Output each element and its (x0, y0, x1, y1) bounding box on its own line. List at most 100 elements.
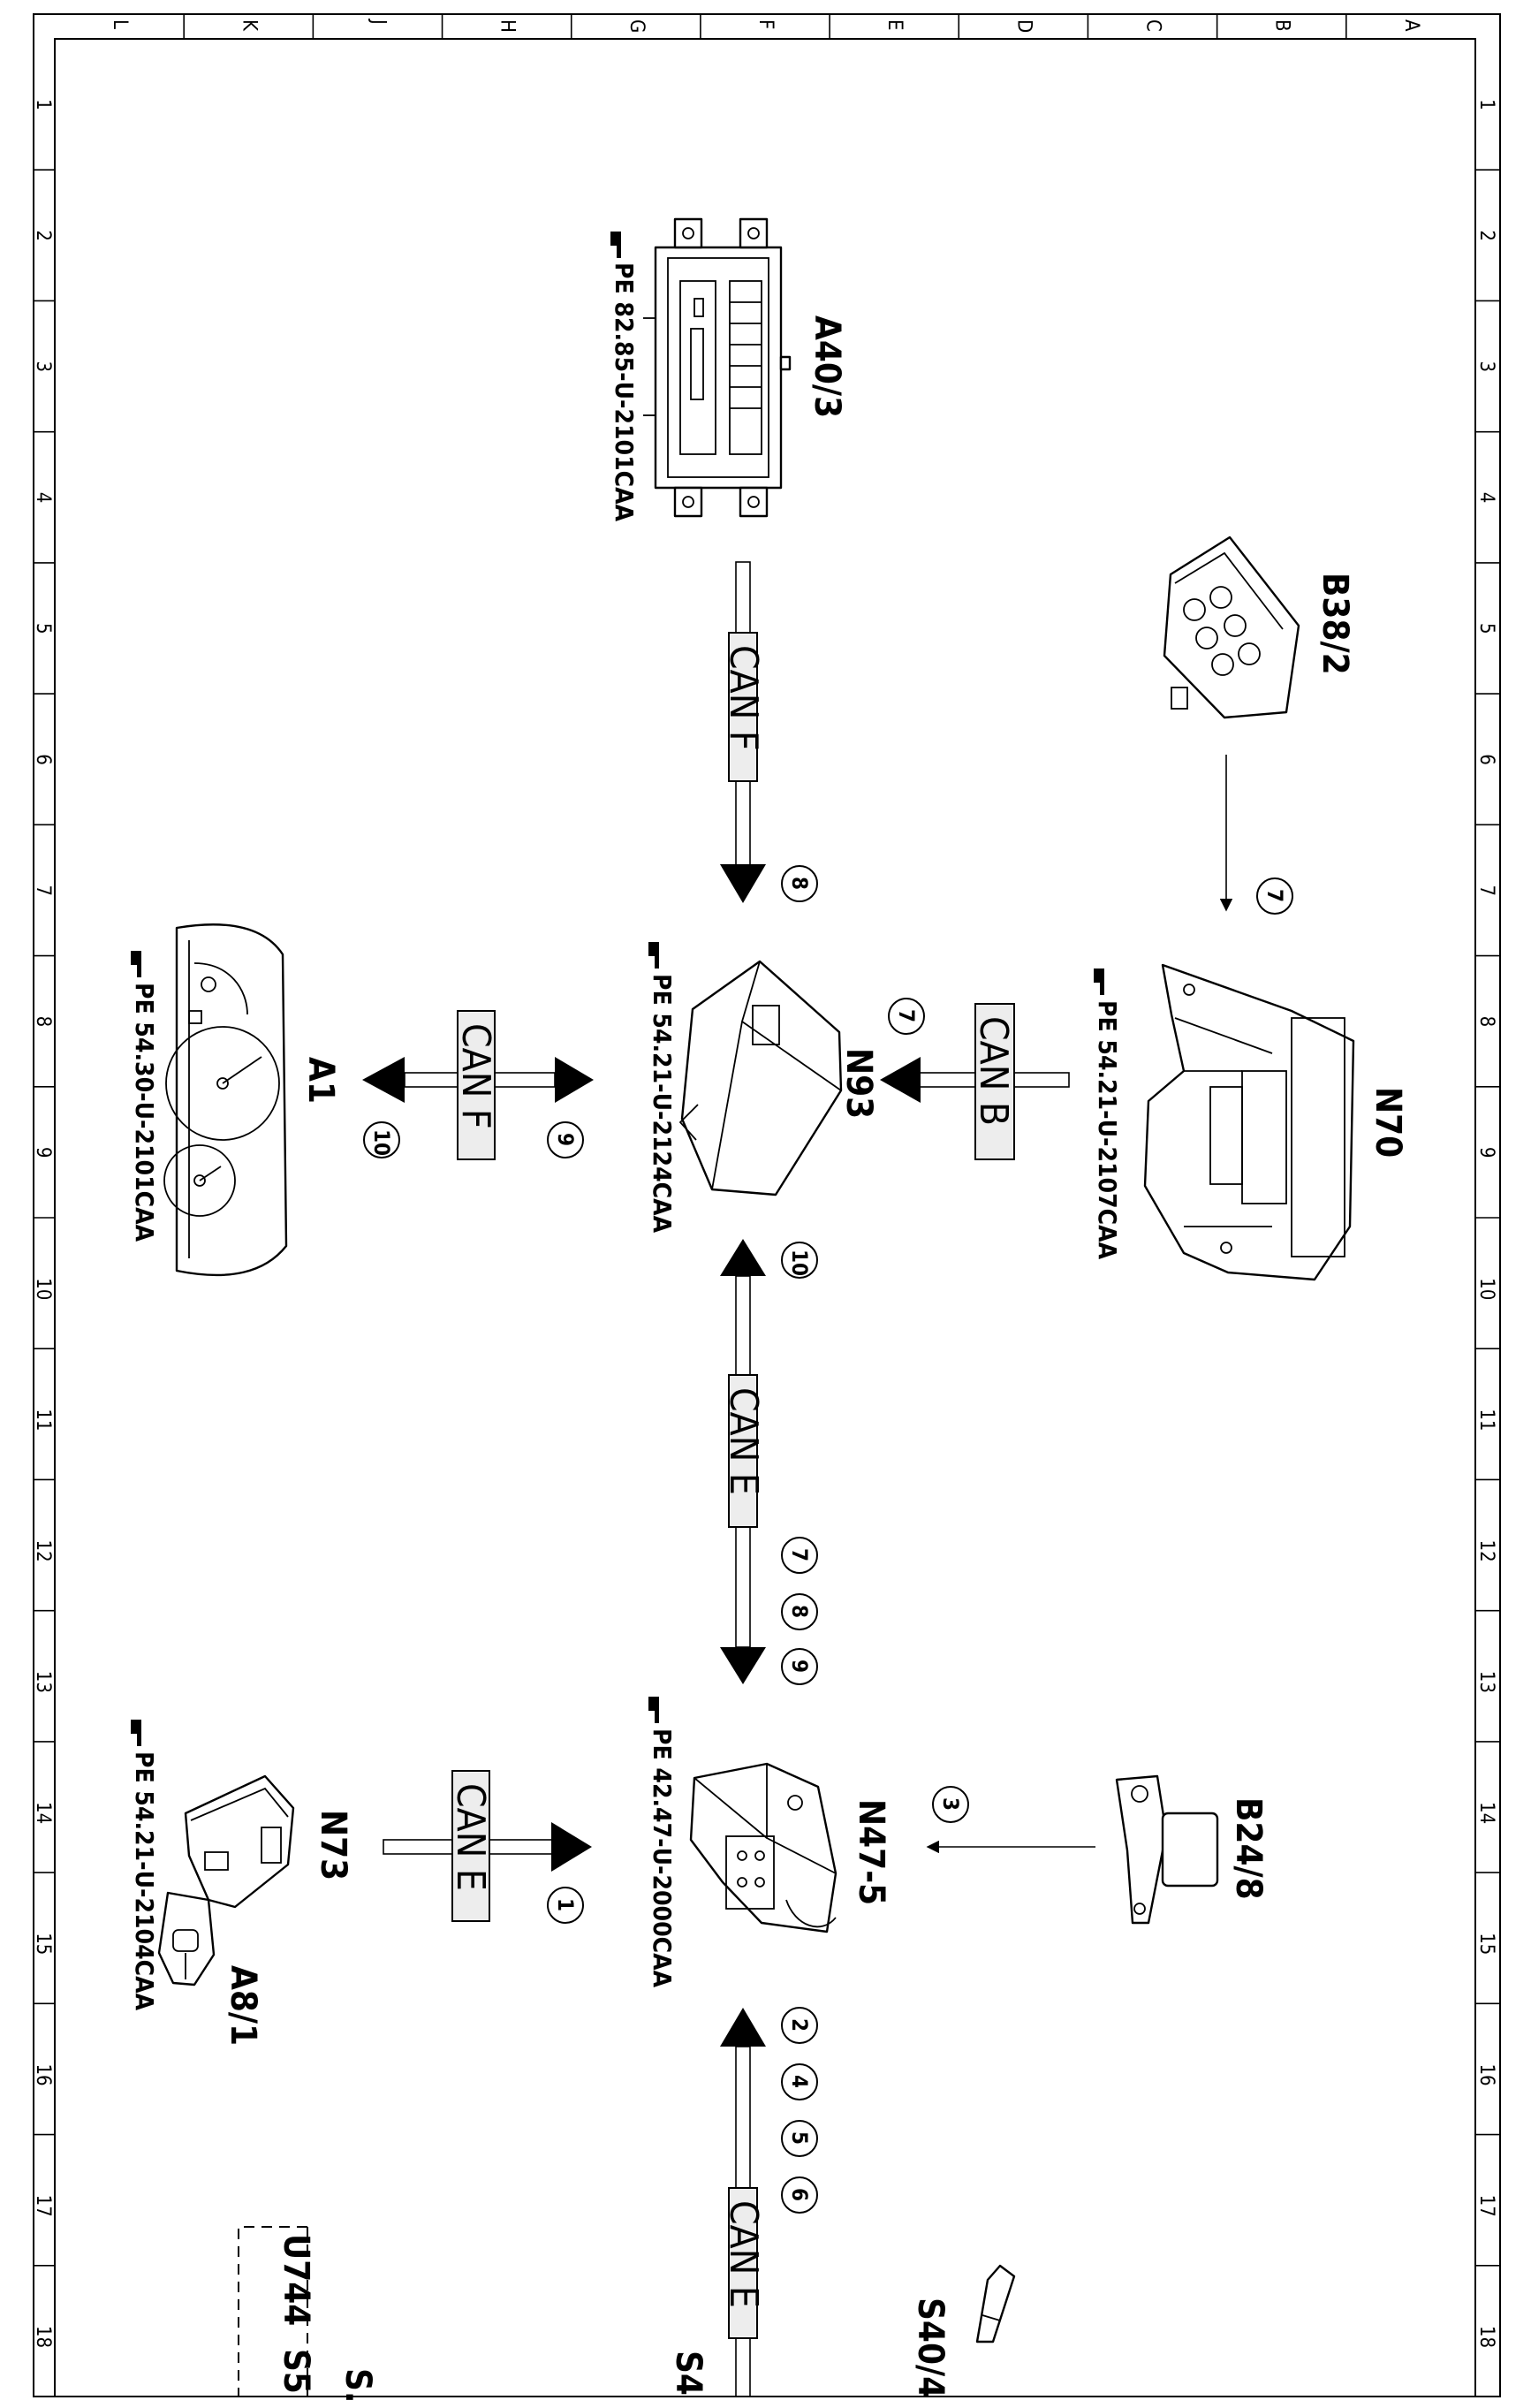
n73-component[interactable] (184, 1774, 295, 1909)
s4-label: S4 (668, 2351, 709, 2396)
column-label-e: E (883, 19, 906, 31)
row-label-13-left: 13 (32, 1671, 54, 1693)
row-label-6-left: 6 (32, 754, 54, 765)
marker-1-n73: 1 (547, 1887, 584, 1924)
n47-5-label: N47-5 (851, 1799, 891, 1905)
svg-text:4: 4 (787, 2075, 812, 2088)
pointing-hand-icon (131, 1720, 141, 1746)
n70-component[interactable] (1143, 963, 1355, 1281)
row-label-14-right: 14 (1475, 1802, 1497, 1824)
row-label-15-left: 15 (32, 1933, 54, 1955)
a8-1-component[interactable] (157, 1891, 216, 1986)
b24-8-component[interactable] (1115, 1774, 1219, 1925)
svg-text:5: 5 (787, 2131, 812, 2145)
row-label-17-right: 17 (1475, 2195, 1497, 2217)
row-label-7-left: 7 (32, 885, 54, 896)
n47-5-reference: PE 42.47-U-2000CAA (648, 1697, 677, 1988)
row-label-14-left: 14 (32, 1802, 54, 1824)
svg-text:8: 8 (787, 1605, 812, 1618)
a1-label: A1 (300, 1057, 341, 1104)
row-label-13-right: 13 (1475, 1671, 1497, 1693)
row-label-1-right: 1 (1475, 99, 1497, 110)
row-label-9-right: 9 (1475, 1147, 1497, 1158)
u744-dashed-box (238, 2226, 308, 2397)
row-label-12-left: 12 (32, 1540, 54, 1562)
svg-text:7: 7 (1262, 889, 1287, 902)
svg-text:PE 42.47-U-2000CAA: PE 42.47-U-2000CAA (648, 1728, 677, 1988)
svg-text:CAN E: CAN E (721, 2200, 766, 2308)
pointing-hand-icon (648, 942, 659, 969)
row-label-1-left: 1 (32, 99, 54, 110)
column-label-f: F (754, 19, 777, 29)
svg-text:9: 9 (787, 1660, 812, 1673)
svg-text:PE 82.85-U-2101CAA: PE 82.85-U-2101CAA (610, 262, 639, 522)
s40-4-label: S40/4 (910, 2298, 951, 2398)
n93-component[interactable] (678, 960, 843, 1196)
n73-reference: PE 54.21-U-2104CAA (130, 1720, 159, 2011)
can-e-n73-bus[interactable]: CAN E (383, 1770, 592, 1922)
marker-9-can-f: 9 (547, 1121, 584, 1158)
b38-2-component[interactable] (1163, 536, 1300, 719)
svg-text:CAN F: CAN F (721, 645, 766, 751)
row-label-5-right: 5 (1475, 623, 1497, 634)
a1-component[interactable] (163, 923, 288, 1277)
n70-reference: PE 54.21-U-2107CAA (1093, 969, 1122, 1260)
marker-10-can-e: 10 (781, 1242, 818, 1279)
u744-label: U744 (276, 2234, 316, 2326)
row-label-16-right: 16 (1475, 2063, 1497, 2085)
row-label-17-left: 17 (32, 2195, 54, 2217)
can-e-middle-bus[interactable]: CAN E (720, 1239, 766, 1684)
svg-text:PE 54.21-U-2104CAA: PE 54.21-U-2104CAA (130, 1751, 159, 2011)
marker-8-can-e: 8 (781, 1593, 818, 1630)
a40-3-reference: PE 82.85-U-2101CAA (610, 232, 639, 522)
column-label-d: D (1012, 19, 1035, 33)
svg-text:7: 7 (894, 1009, 919, 1022)
marker-4-bottom: 4 (781, 2063, 818, 2100)
column-label-j: J (367, 18, 389, 25)
column-label-h: H (496, 19, 519, 33)
marker-6-bottom: 6 (781, 2176, 818, 2214)
can-f-left-bus[interactable]: CAN F (362, 1010, 594, 1160)
s-partial-label: S. (337, 2368, 378, 2404)
column-label-c: C (1142, 19, 1164, 32)
a40-3-component[interactable] (643, 217, 792, 518)
svg-text:CAN F: CAN F (453, 1023, 498, 1129)
svg-text:PE 54.30-U-2101CAA: PE 54.30-U-2101CAA (130, 983, 159, 1242)
can-e-bottom-bus[interactable]: CAN E (720, 2008, 766, 2397)
svg-text:6: 6 (787, 2188, 812, 2201)
svg-text:8: 8 (787, 877, 812, 890)
marker-3-b24: 3 (932, 1786, 969, 1823)
a8-1-label: A8/1 (223, 1965, 263, 2046)
svg-text:10: 10 (369, 1129, 394, 1156)
row-label-8-right: 8 (1475, 1016, 1497, 1028)
column-label-a: A (1400, 19, 1422, 32)
marker-7-can-b: 7 (888, 998, 925, 1035)
marker-2-bottom: 2 (781, 2007, 818, 2044)
b24-8-label: B24/8 (1228, 1797, 1269, 1900)
pointing-hand-icon (131, 951, 141, 977)
row-label-2-right: 2 (1475, 230, 1497, 241)
s40-4-component[interactable] (975, 2264, 1016, 2343)
a1-reference: PE 54.30-U-2101CAA (130, 951, 159, 1242)
n73-label: N73 (313, 1810, 353, 1880)
marker-7-b38: 7 (1256, 877, 1293, 915)
row-label-6-right: 6 (1475, 754, 1497, 765)
row-label-2-left: 2 (32, 230, 54, 241)
can-f-top-bus[interactable]: CAN F (720, 561, 766, 903)
svg-text:3: 3 (938, 1797, 963, 1811)
row-label-11-left: 11 (32, 1409, 54, 1431)
can-b-bus[interactable]: CAN B (880, 1003, 1070, 1160)
row-label-10-left: 10 (32, 1278, 54, 1300)
n47-5-component[interactable] (689, 1762, 838, 1933)
svg-text:2: 2 (787, 2018, 812, 2032)
row-label-12-right: 12 (1475, 1540, 1497, 1562)
svg-text:1: 1 (553, 1898, 578, 1911)
row-label-8-left: 8 (32, 1016, 54, 1028)
row-label-7-right: 7 (1475, 885, 1497, 896)
svg-text:CAN E: CAN E (721, 1387, 766, 1495)
row-label-16-left: 16 (32, 2063, 54, 2085)
pointing-hand-icon (1094, 969, 1104, 995)
marker-8-can-f: 8 (781, 865, 818, 902)
row-label-3-left: 3 (32, 361, 54, 373)
column-label-l: L (109, 19, 131, 29)
